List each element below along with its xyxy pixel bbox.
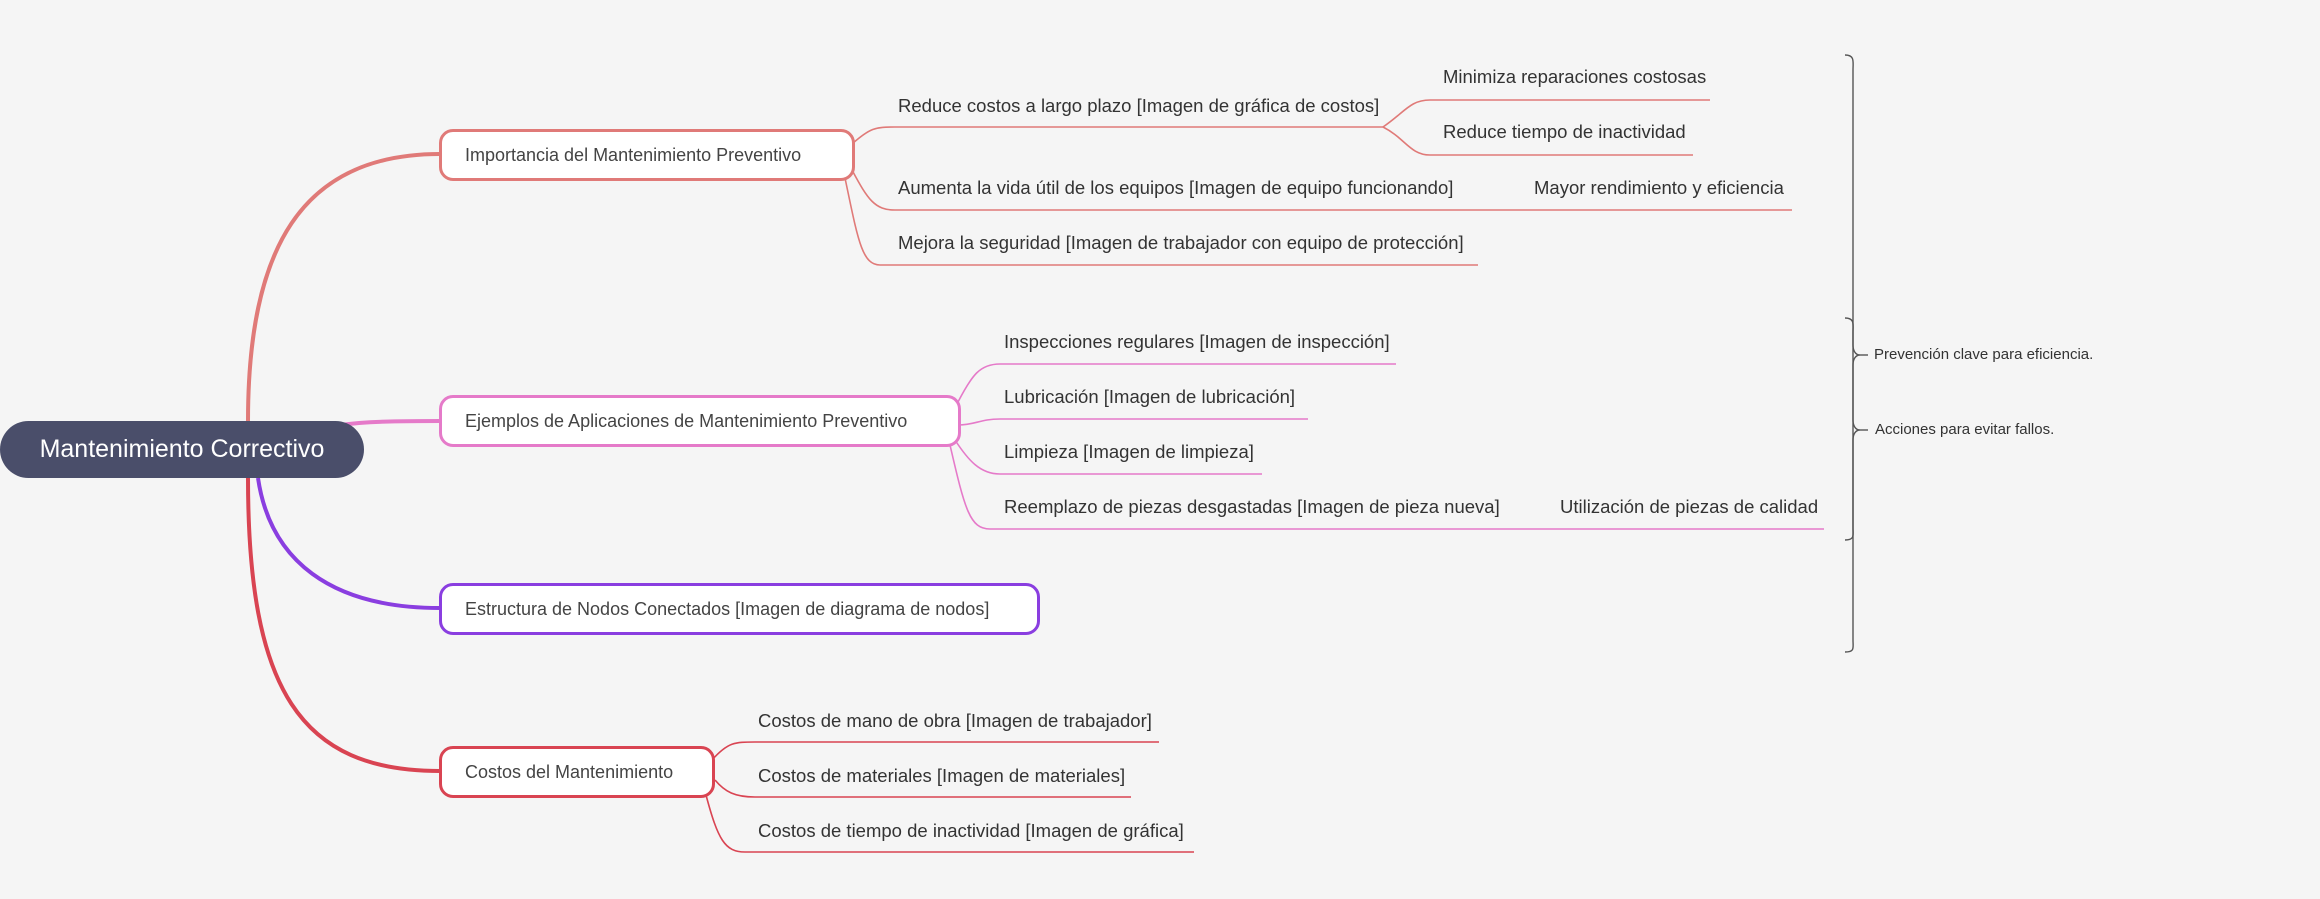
leaf-minimiza-reparaciones[interactable]: Minimiza reparaciones costosas — [1443, 66, 1707, 87]
leaf-materiales[interactable]: Costos de materiales [Imagen de material… — [758, 765, 1126, 786]
link-importancia-mejora — [844, 177, 1478, 266]
leaf-limpieza[interactable]: Limpieza [Imagen de limpieza] — [1004, 441, 1254, 462]
branch-importancia-label: Importancia del Mantenimiento Preventivo — [465, 144, 802, 165]
link-costos-mano — [711, 741, 1159, 761]
root-label: Mantenimiento Correctivo — [39, 435, 325, 463]
link-reduce-sub2 — [1382, 126, 1693, 156]
leaf-aumenta-vida[interactable]: Aumenta la vida útil de los equipos [Ima… — [898, 177, 1454, 198]
link-root-estructura — [256, 477, 441, 610]
branch-costos-label: Costos del Mantenimiento — [465, 761, 674, 782]
leaf-reemplazo[interactable]: Reemplazo de piezas desgastadas [Imagen … — [1004, 496, 1500, 517]
branch-ejemplos-label: Ejemplos de Aplicaciones de Mantenimient… — [465, 410, 908, 431]
leaf-reduce-costos[interactable]: Reduce costos a largo plazo [Imagen de g… — [898, 95, 1380, 116]
link-costos-materiales — [714, 779, 1131, 798]
link-importancia-aumenta — [851, 169, 1792, 211]
link-ejemplos-lubricacion — [957, 418, 1308, 426]
link-root-importancia — [246, 152, 441, 422]
branch-importancia[interactable]: Importancia del Mantenimiento Preventivo — [439, 129, 855, 181]
link-importancia-reduce — [851, 126, 1383, 145]
leaf-mano-obra[interactable]: Costos de mano de obra [Imagen de trabaj… — [758, 710, 1152, 731]
branch-estructura-label: Estructura de Nodos Conectados [Imagen d… — [465, 598, 990, 619]
summary-prevencion[interactable]: Prevención clave para eficiencia. — [1874, 346, 2094, 363]
root-node[interactable]: Mantenimiento Correctivo — [0, 421, 364, 478]
link-root-costos — [246, 477, 441, 773]
branch-costos[interactable]: Costos del Mantenimiento — [439, 746, 715, 798]
leaf-lubricacion[interactable]: Lubricación [Imagen de lubricación] — [1004, 386, 1296, 407]
link-root-ejemplos — [339, 419, 441, 427]
link-ejemplos-inspecciones — [957, 363, 1396, 403]
leaf-inspecciones[interactable]: Inspecciones regulares [Imagen de inspec… — [1004, 331, 1390, 352]
link-reduce-sub1 — [1382, 99, 1710, 128]
link-ejemplos-limpieza — [954, 439, 1262, 475]
leaf-piezas-calidad[interactable]: Utilización de piezas de calidad — [1560, 496, 1819, 517]
link-costos-tiempo — [705, 794, 1194, 853]
leaf-reduce-tiempo[interactable]: Reduce tiempo de inactividad — [1443, 121, 1686, 142]
leaf-mayor-rendimiento[interactable]: Mayor rendimiento y eficiencia — [1534, 177, 1784, 198]
leaf-mejora-seguridad[interactable]: Mejora la seguridad [Imagen de trabajado… — [898, 232, 1464, 253]
summary-acciones[interactable]: Acciones para evitar fallos. — [1875, 421, 2055, 438]
leaf-tiempo-inactividad[interactable]: Costos de tiempo de inactividad [Imagen … — [758, 820, 1184, 841]
branch-ejemplos[interactable]: Ejemplos de Aplicaciones de Mantenimient… — [439, 395, 961, 447]
branch-estructura[interactable]: Estructura de Nodos Conectados [Imagen d… — [439, 583, 1040, 635]
link-ejemplos-reemplazo — [949, 444, 1824, 530]
